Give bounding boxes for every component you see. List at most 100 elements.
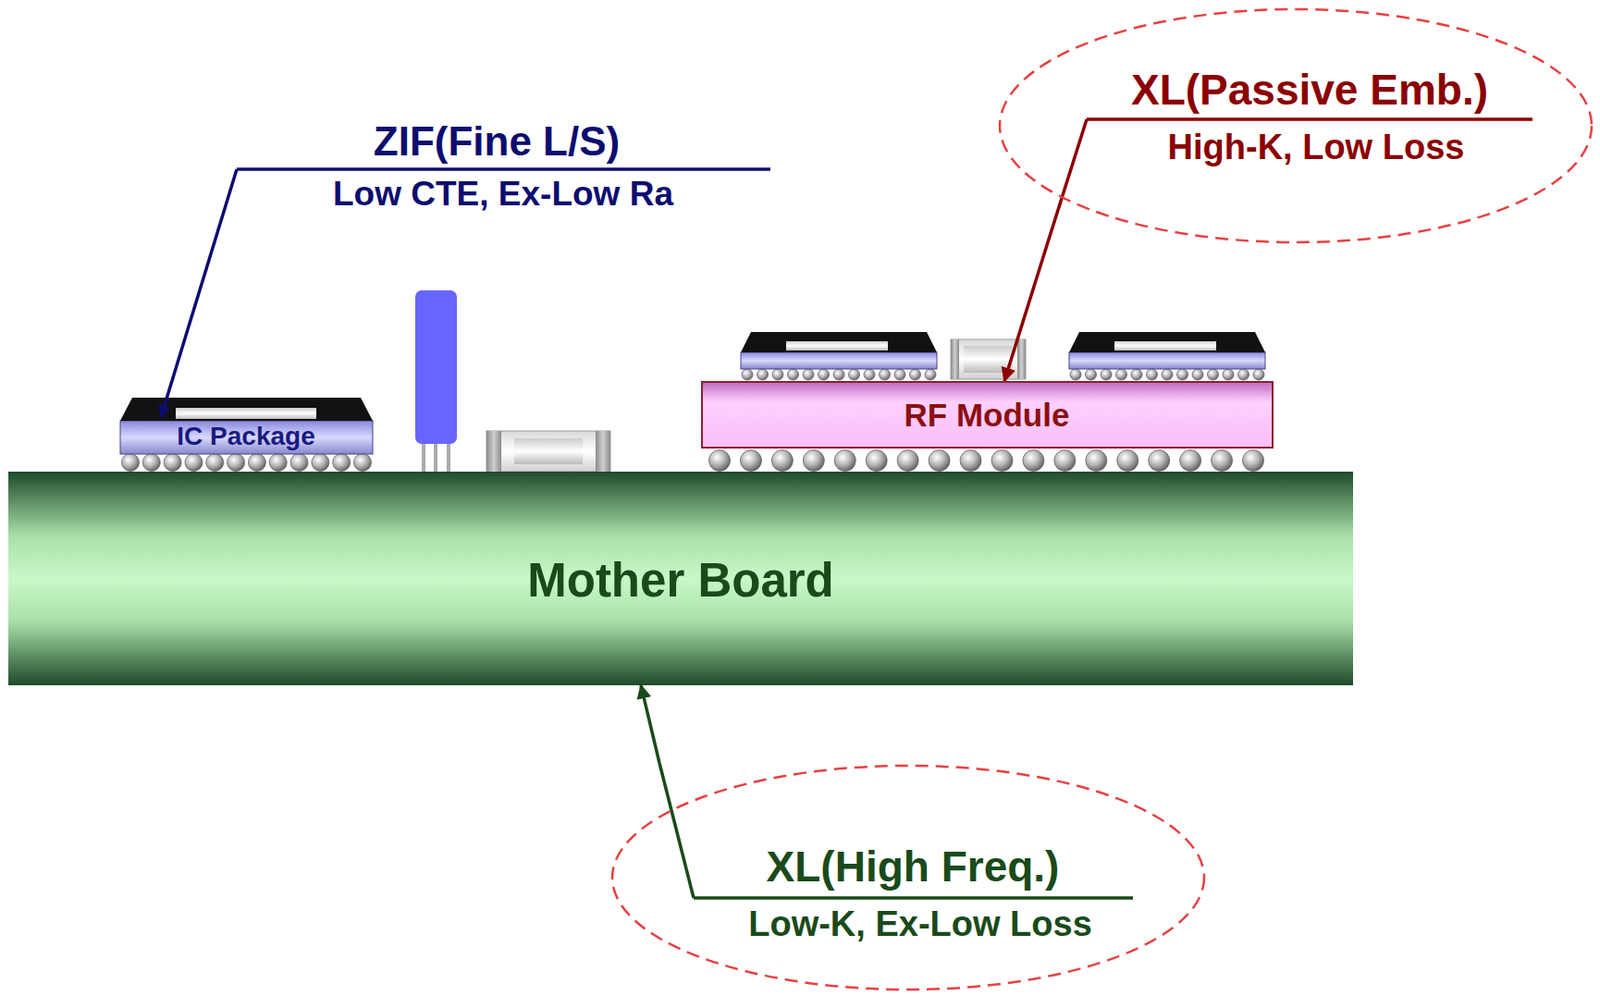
solder-ball	[311, 454, 330, 472]
solder-ball	[1148, 450, 1170, 472]
callout-underline	[236, 167, 771, 172]
chip-die	[786, 341, 888, 351]
solder-ball	[863, 369, 875, 381]
passive-terminal	[1017, 339, 1026, 380]
dashed-ellipse	[999, 9, 1592, 243]
solder-ball	[332, 454, 351, 472]
leader-line	[160, 169, 237, 418]
callout-underline	[693, 896, 1133, 900]
callout-ellipse: XL(Passive Emb.) High-K, Low Loss	[996, 6, 1595, 246]
component-lead	[433, 440, 438, 472]
solder-ball	[1085, 450, 1108, 472]
solder-ball	[894, 369, 906, 381]
ellipse-outline	[996, 6, 1595, 246]
solder-ball	[1192, 369, 1204, 381]
leader-line	[1046, 119, 1087, 246]
passive-chip	[486, 430, 611, 472]
node-title: RF Module	[904, 396, 1071, 434]
solder-ball	[739, 450, 762, 472]
solder-ball	[1085, 369, 1097, 381]
solder-ball	[1238, 369, 1250, 381]
solder-ball	[757, 369, 769, 381]
rf-chip-right	[1069, 332, 1266, 370]
passive-face	[963, 345, 1013, 373]
through-hole-component	[415, 290, 457, 472]
leader-line	[659, 763, 694, 899]
passive-face	[514, 438, 583, 465]
mother-board: Mother Board	[8, 471, 1354, 686]
ic-package-body	[120, 397, 373, 455]
solder-ball	[818, 369, 830, 381]
solder-ball	[1222, 369, 1234, 381]
package-mold-cap	[120, 397, 373, 421]
solder-ball	[1022, 450, 1045, 472]
dashed-ellipse	[612, 765, 1205, 990]
solder-ball	[1131, 369, 1143, 381]
solder-ball	[849, 369, 861, 381]
solder-ball	[1116, 369, 1128, 381]
chip-mold-cap	[740, 332, 937, 353]
solder-ball	[772, 369, 784, 381]
solder-ball	[709, 450, 731, 472]
solder-ball	[865, 450, 887, 472]
chip-substrate	[740, 352, 937, 370]
node-title: Mother Board	[527, 553, 835, 609]
leader-arrow	[640, 685, 660, 764]
solder-ball	[991, 450, 1013, 472]
component-lead	[446, 440, 451, 472]
solder-ball	[184, 454, 203, 472]
solder-ball	[1161, 369, 1173, 381]
node-subtitle: Low-K, Ex-Low Loss	[748, 904, 1093, 946]
solder-ball	[833, 369, 845, 381]
solder-ball	[1211, 450, 1233, 472]
callout-ellipse: XL(High Freq.) Low-K, Ex-Low Loss	[609, 763, 1207, 993]
solder-ball	[1253, 369, 1265, 381]
package-substrate	[120, 420, 373, 455]
solder-ball	[787, 369, 800, 381]
solder-ball	[1117, 450, 1139, 472]
solder-ball	[227, 454, 246, 472]
component-body	[415, 290, 457, 444]
ic-package: IC Package	[120, 397, 373, 455]
leader-arrow	[1004, 245, 1047, 382]
solder-ball	[354, 454, 372, 472]
node-title: IC Package	[176, 422, 315, 452]
solder-ball	[910, 369, 922, 381]
solder-ball	[1177, 369, 1189, 381]
solder-ball	[879, 369, 891, 381]
chip-die	[1114, 341, 1217, 351]
rf-module: RF Module	[701, 381, 1274, 449]
solder-ball	[1243, 450, 1265, 472]
chip-substrate	[1069, 352, 1266, 370]
solder-ball	[741, 369, 753, 381]
passive-terminal	[950, 339, 960, 380]
solder-ball	[960, 450, 982, 472]
solder-ball	[802, 369, 814, 381]
chip-mold-cap	[1069, 332, 1266, 353]
solder-ball	[928, 450, 950, 472]
solder-ball	[802, 450, 825, 472]
solder-ball	[897, 450, 919, 472]
solder-ball	[163, 454, 182, 472]
node-subtitle: High-K, Low Loss	[1168, 127, 1465, 169]
solder-ball	[1100, 369, 1112, 381]
solder-ball	[1054, 450, 1076, 472]
passive-body	[486, 430, 611, 472]
callout-underline	[1086, 117, 1533, 122]
solder-ball	[1180, 450, 1202, 472]
node-title: XL(Passive Emb.)	[1131, 65, 1489, 115]
passive-terminal	[486, 430, 502, 472]
package-die	[175, 407, 317, 419]
solder-ball	[924, 369, 936, 381]
solder-ball	[1207, 369, 1219, 381]
callout-subtitle: Low CTE, Ex-Low Ra	[332, 174, 674, 215]
solder-ball	[269, 454, 287, 472]
solder-ball	[834, 450, 856, 472]
node-title: XL(High Freq.)	[766, 842, 1060, 892]
solder-ball	[1070, 369, 1082, 381]
solder-ball	[247, 454, 266, 472]
solder-ball	[290, 454, 308, 472]
solder-ball	[771, 450, 793, 472]
passive-terminal	[595, 430, 611, 472]
callout-title: ZIF(Fine L/S)	[373, 118, 620, 166]
